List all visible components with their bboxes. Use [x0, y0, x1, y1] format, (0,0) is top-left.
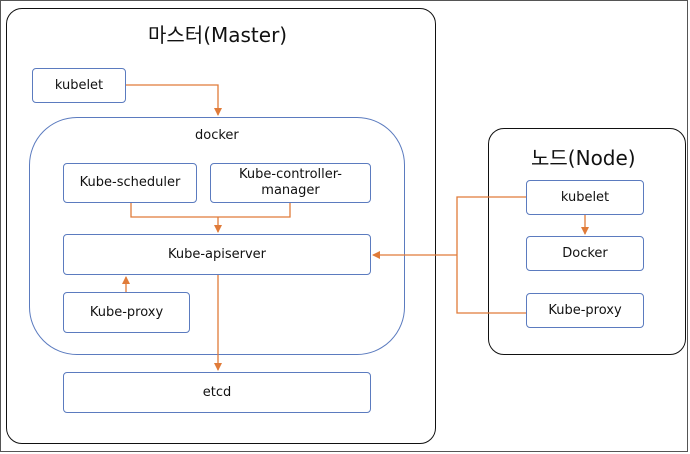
scheduler-connector [130, 203, 218, 218]
node-kubelet-box: kubelet [526, 180, 644, 215]
kubelet-to-docker-arrow [126, 84, 222, 116]
etcd-box: etcd [63, 372, 371, 413]
node-kube-proxy-box: Kube-proxy [526, 293, 644, 328]
kube-apiserver-box: Kube-apiserver [63, 234, 371, 275]
controller-connector [218, 203, 291, 218]
kube-controller-manager-box: Kube-controller- manager [210, 163, 371, 203]
kube-scheduler-box: Kube-scheduler [63, 163, 197, 203]
master-title: 마스터(Master) [148, 23, 288, 47]
node-kubelet-connector [456, 196, 526, 314]
docker-container [29, 117, 405, 355]
master-kube-proxy-box: Kube-proxy [63, 292, 190, 333]
docker-label: docker [195, 128, 239, 143]
master-kubelet-box: kubelet [32, 68, 126, 103]
node-title: 노드(Node) [531, 146, 636, 170]
node-docker-box: Docker [526, 236, 644, 271]
